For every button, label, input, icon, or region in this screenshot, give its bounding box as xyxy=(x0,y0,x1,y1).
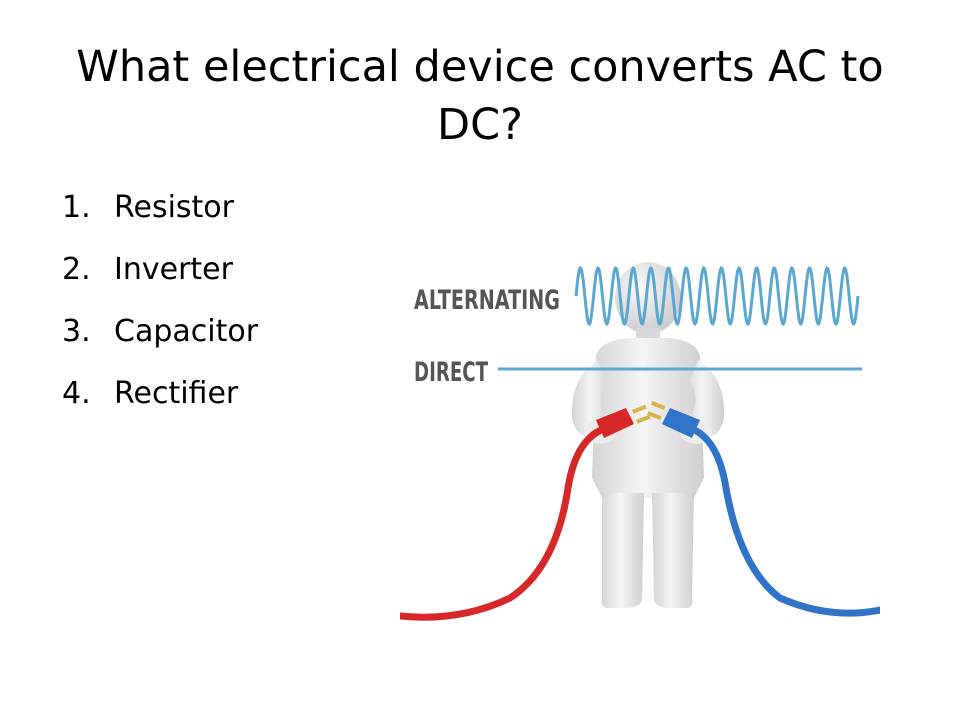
red-cable xyxy=(400,424,610,621)
right-arm xyxy=(683,360,725,437)
illustration-svg: ALTERNATING DIRECT xyxy=(400,262,880,621)
right-leg xyxy=(652,493,694,608)
blue-plug xyxy=(647,401,700,438)
option-item-1: 1. Resistor xyxy=(62,177,258,239)
option-number: 1. xyxy=(62,190,91,225)
ac-sine-wave xyxy=(574,266,860,326)
answer-options-list: 1. Resistor 2. Inverter 3. Capacitor 4. Rect… xyxy=(62,177,258,425)
direct-label: DIRECT xyxy=(414,357,488,388)
option-number: 4. xyxy=(62,376,91,411)
left-leg xyxy=(601,493,644,608)
left-arm xyxy=(571,360,613,437)
ac-dc-illustration: ALTERNATING DIRECT xyxy=(400,248,880,626)
alternating-label: ALTERNATING xyxy=(414,285,560,316)
option-item-2: 2. Inverter xyxy=(62,239,258,301)
option-item-4: 4. Rectifier xyxy=(62,363,258,425)
option-label: Rectifier xyxy=(114,376,239,411)
option-label: Inverter xyxy=(114,252,233,287)
option-number: 2. xyxy=(62,252,91,287)
option-number: 3. xyxy=(62,314,91,349)
slide-title: What electrical device converts AC to DC… xyxy=(76,42,884,150)
option-item-3: 3. Capacitor xyxy=(62,301,258,363)
red-plug xyxy=(596,404,651,438)
option-label: Capacitor xyxy=(114,314,259,349)
blue-cable xyxy=(686,424,880,617)
option-label: Resistor xyxy=(114,190,234,225)
